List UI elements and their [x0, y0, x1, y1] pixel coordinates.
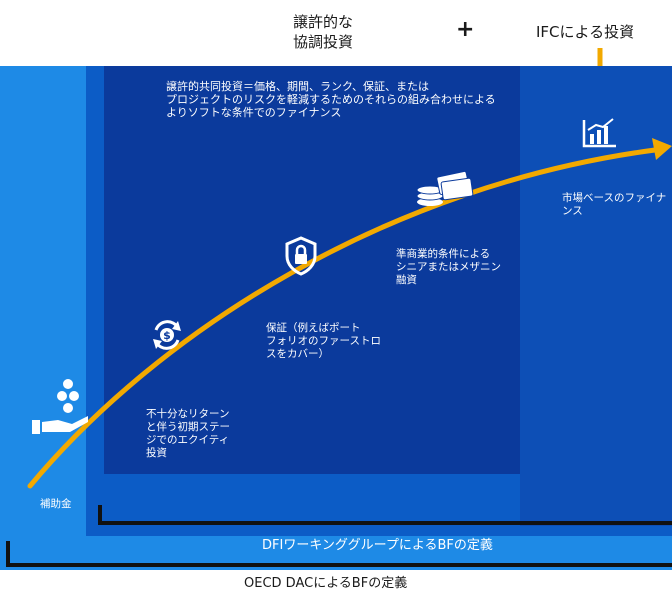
early-equity-label: 不十分なリターン と伴う初期ステー ジでのエクイティ 投資: [146, 408, 230, 459]
dollar-cycle-icon: $: [153, 320, 181, 350]
senior-mezzanine-label: 準商業的条件による シニアまたはメザニン 融資: [396, 248, 501, 286]
plus-sign: +: [456, 17, 475, 42]
svg-text:$: $: [163, 329, 171, 342]
oecd-bracket: [6, 541, 672, 567]
dfi-definition-label: DFIワーキンググループによるBFの定義: [262, 538, 493, 553]
coin-stacks-icon: [416, 170, 474, 206]
dfi-bracket: [98, 505, 672, 525]
guarantee-label: 保証（例えばポート フォリオのファーストロ スをカバー）: [266, 322, 381, 360]
market-finance-label: 市場ベースのファイナ ンス: [562, 192, 667, 217]
bar-chart-icon: [582, 118, 616, 148]
concessional-header: 譲許的な 協調投資: [278, 12, 368, 52]
ifc-investment-area: [520, 66, 672, 526]
concessional-coinvestment-area: [104, 66, 520, 474]
grant-label: 補助金: [40, 498, 72, 510]
concessional-header-line2: 協調投資: [292, 33, 353, 51]
concessional-definition-text: 譲許的共同投資＝価格、期間、ランク、保証、または プロジェクトのリスクを軽減する…: [166, 80, 496, 119]
shield-lock-icon: [285, 236, 317, 276]
concessional-header-line1: 譲許的な: [292, 13, 353, 31]
oecd-definition-label: OECD DACによるBFの定義: [244, 576, 408, 591]
ifc-header: IFCによる投資: [536, 23, 635, 41]
hand-coins-icon: [32, 379, 88, 434]
